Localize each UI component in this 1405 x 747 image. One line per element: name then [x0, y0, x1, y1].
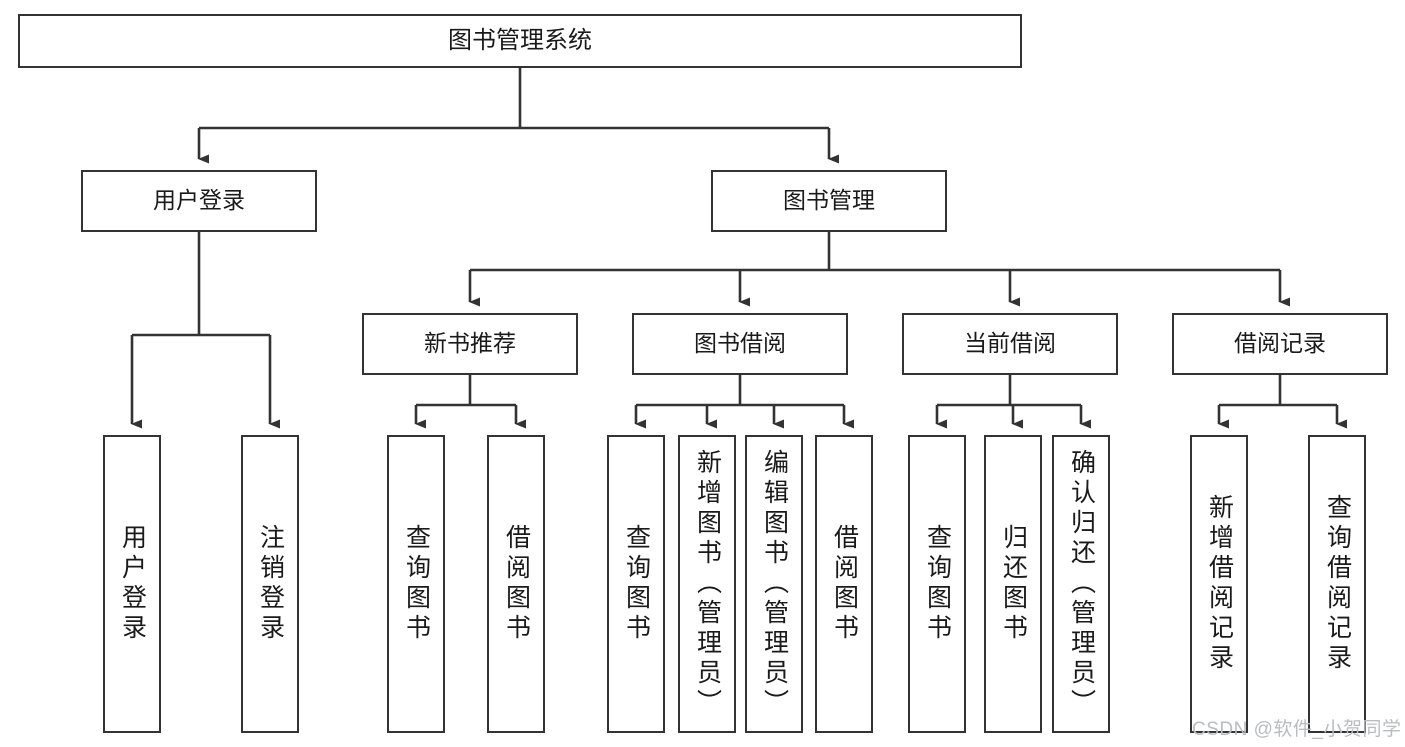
node-new-book-recommend-label: 新书推荐	[424, 330, 516, 357]
node-leaf-edit-book[interactable]: 编辑图书（管理员）	[745, 435, 803, 733]
node-user-login-label: 用户登录	[153, 187, 245, 214]
node-leaf-query-book-3-label: 查询图书	[923, 524, 952, 644]
csdn-watermark: CSDN @软件_小贺同学	[1192, 719, 1402, 740]
node-leaf-query-book-3[interactable]: 查询图书	[908, 435, 966, 733]
node-leaf-query-book-1-label: 查询图书	[402, 524, 431, 644]
node-leaf-return-book-label: 归还图书	[999, 524, 1028, 644]
node-current-borrow-label: 当前借阅	[964, 330, 1056, 357]
node-leaf-borrow-book-2-label: 借阅图书	[830, 524, 859, 644]
node-leaf-logout-label: 注销登录	[256, 524, 285, 644]
node-leaf-query-record[interactable]: 查询借阅记录	[1308, 435, 1366, 733]
node-leaf-user-login[interactable]: 用户登录	[103, 435, 161, 733]
node-borrow-record-label: 借阅记录	[1234, 330, 1326, 357]
node-leaf-add-book[interactable]: 新增图书（管理员）	[678, 435, 736, 733]
node-leaf-user-login-label: 用户登录	[118, 524, 147, 644]
node-leaf-add-book-label: 新增图书（管理员）	[693, 449, 722, 719]
node-leaf-confirm-return[interactable]: 确认归还（管理员）	[1052, 435, 1110, 733]
node-current-borrow[interactable]: 当前借阅	[902, 313, 1118, 375]
node-leaf-add-record-label: 新增借阅记录	[1205, 494, 1234, 674]
node-book-borrow-label: 图书借阅	[694, 330, 786, 357]
node-leaf-logout[interactable]: 注销登录	[241, 435, 299, 733]
node-leaf-confirm-return-label: 确认归还（管理员）	[1067, 449, 1096, 719]
node-leaf-query-book-2-label: 查询图书	[622, 524, 651, 644]
node-book-manage-label: 图书管理	[783, 187, 875, 214]
node-leaf-return-book[interactable]: 归还图书	[984, 435, 1042, 733]
node-borrow-record[interactable]: 借阅记录	[1172, 313, 1388, 375]
node-new-book-recommend[interactable]: 新书推荐	[362, 313, 578, 375]
node-root[interactable]: 图书管理系统	[18, 14, 1022, 68]
node-leaf-query-book-1[interactable]: 查询图书	[387, 435, 445, 733]
node-book-manage[interactable]: 图书管理	[711, 170, 947, 232]
node-book-borrow[interactable]: 图书借阅	[632, 313, 848, 375]
node-user-login[interactable]: 用户登录	[81, 170, 317, 232]
node-root-label: 图书管理系统	[448, 26, 592, 54]
node-leaf-borrow-book-2[interactable]: 借阅图书	[815, 435, 873, 733]
node-leaf-borrow-book-1[interactable]: 借阅图书	[487, 435, 545, 733]
node-leaf-add-record[interactable]: 新增借阅记录	[1190, 435, 1248, 733]
node-leaf-query-record-label: 查询借阅记录	[1323, 494, 1352, 674]
node-leaf-edit-book-label: 编辑图书（管理员）	[760, 449, 789, 719]
node-leaf-borrow-book-1-label: 借阅图书	[502, 524, 531, 644]
node-leaf-query-book-2[interactable]: 查询图书	[607, 435, 665, 733]
